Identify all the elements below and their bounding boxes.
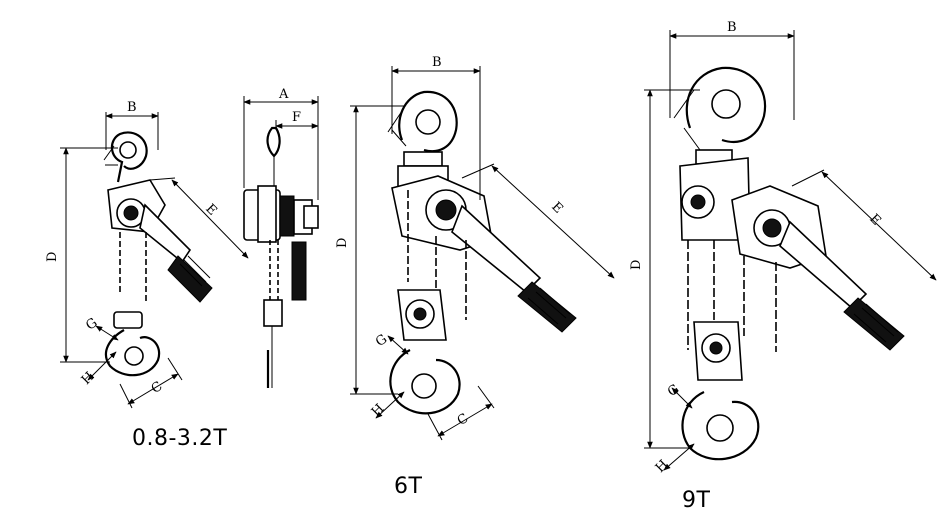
caption-large-capacity: 9T	[682, 488, 711, 513]
dim-label-B: B	[127, 100, 137, 115]
dim-label-E: E	[548, 199, 565, 216]
dim-label-G: G	[83, 315, 100, 333]
dim-label-D: D	[629, 260, 644, 270]
dim-label-H: H	[653, 457, 672, 476]
dim-label-E: E	[202, 201, 219, 218]
dim-label-C: C	[149, 379, 166, 397]
dim-label-G: G	[665, 382, 682, 400]
caption-small-capacity: 0.8-3.2T	[132, 426, 228, 451]
dim-label-H: H	[79, 369, 98, 388]
dim-label-A: A	[278, 87, 289, 102]
hoist-side-dimensions: A F	[243, 87, 319, 200]
hoist-medium	[387, 90, 577, 415]
dim-label-B: B	[432, 55, 442, 70]
hoist-small-front-view	[103, 131, 213, 377]
hoist-small-dimensions: B D E G H C	[45, 100, 249, 409]
dim-label-E: E	[866, 211, 883, 228]
hoist-medium-dimensions: B D E G H C	[335, 55, 615, 441]
hoist-small-side-view	[243, 126, 319, 388]
dim-label-D: D	[335, 238, 350, 248]
dim-label-F: F	[292, 110, 301, 125]
dim-label-D: D	[45, 252, 60, 262]
dim-label-G: G	[373, 332, 390, 350]
dim-label-B: B	[727, 20, 737, 35]
dim-label-C: C	[455, 411, 472, 429]
dim-label-H: H	[369, 401, 388, 420]
hoist-large	[673, 66, 905, 461]
caption-medium-capacity: 6T	[394, 474, 423, 499]
